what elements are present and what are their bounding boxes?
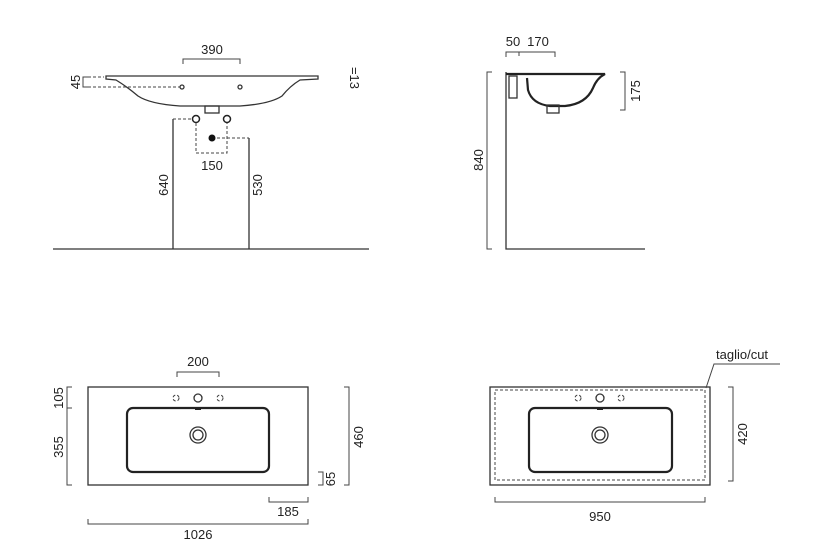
label-150: 150 [201,158,223,173]
label-460: 460 [351,426,366,448]
tap-hole [237,84,243,90]
dimension-105-355 [66,386,72,486]
drain-point [208,134,216,142]
label-185: 185 [277,504,299,519]
drain-inner [594,429,606,441]
tap-hole [179,84,185,90]
tap-hole [595,393,605,403]
optional-tap-hole [574,394,582,402]
dim-guide [195,123,228,154]
drain [189,426,207,444]
overflow [195,407,201,410]
label-530: 530 [250,174,265,196]
cut-line [494,389,706,481]
dimension-460 [344,386,350,486]
optional-tap-hole [617,394,625,402]
dimension-200 [176,371,220,377]
wall-bracket [191,114,201,124]
optional-tap-hole [216,394,224,402]
label-840: 840 [471,149,486,171]
drain-outlet [546,104,560,114]
label-170: 170 [527,34,549,49]
label-taglio-cut: taglio/cut [716,347,768,362]
drain-outlet [204,105,220,114]
label-355: 355 [51,436,66,458]
label-13: =13 [347,67,362,89]
label-200: 200 [187,354,209,369]
dimension-185 [268,497,309,503]
dimension-175 [620,71,626,111]
cut-plan-view: taglio/cut 420 950 [489,347,780,524]
top-outline [489,386,711,486]
label-45: 45 [68,75,83,89]
label-420: 420 [735,423,750,445]
basin-side-profile [506,72,606,108]
top-outline [87,386,309,486]
optional-tap-hole [172,394,180,402]
label-65: 65 [323,472,338,486]
plan-view: 200 105 355 460 65 185 1026 [51,354,366,542]
drain-inner [192,429,204,441]
label-950: 950 [589,509,611,524]
label-640: 640 [156,174,171,196]
dimension-50-170 [505,51,556,57]
basin-front-outline [105,75,319,107]
label-175: 175 [628,80,643,102]
dimension-840 [486,71,492,250]
drain [591,426,609,444]
tap-hole [193,393,203,403]
side-view: 50 170 175 840 [471,34,645,250]
label-50: 50 [506,34,520,49]
cut-leader-line [705,363,780,389]
dimension-950 [494,497,706,503]
label-390: 390 [201,42,223,57]
dimension-45 [82,76,88,88]
label-1026: 1026 [184,527,213,542]
dimension-65 [318,471,324,486]
front-view: 390 45 =13 150 640 530 [53,42,369,250]
dimension-390 [182,58,241,64]
wall-mount [508,75,518,99]
dimension-420 [728,386,734,482]
overflow [597,407,603,410]
label-105: 105 [51,387,66,409]
wall-and-floor [505,72,645,250]
wall-bracket [222,114,232,124]
dimension-1026 [87,519,309,525]
